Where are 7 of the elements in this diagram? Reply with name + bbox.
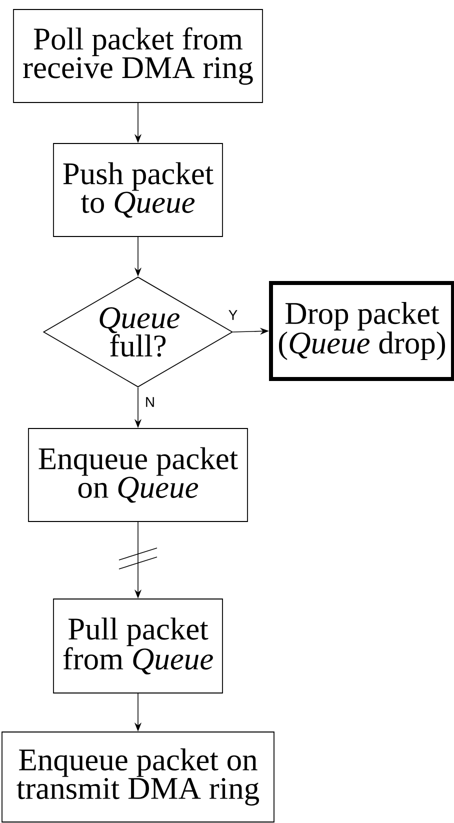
edge-label: N [144, 396, 156, 408]
process-box: Push packet to Queue [53, 143, 223, 237]
process-box: Drop packet (Queue drop) [269, 281, 454, 381]
process-box: Enqueue packet on transmit DMA ring [2, 732, 274, 822]
process-box: Pull packet from Queue [53, 598, 223, 694]
process-box: Poll packet from receive DMA ring [13, 9, 263, 103]
process-box: Enqueue packet on Queue [28, 428, 248, 522]
